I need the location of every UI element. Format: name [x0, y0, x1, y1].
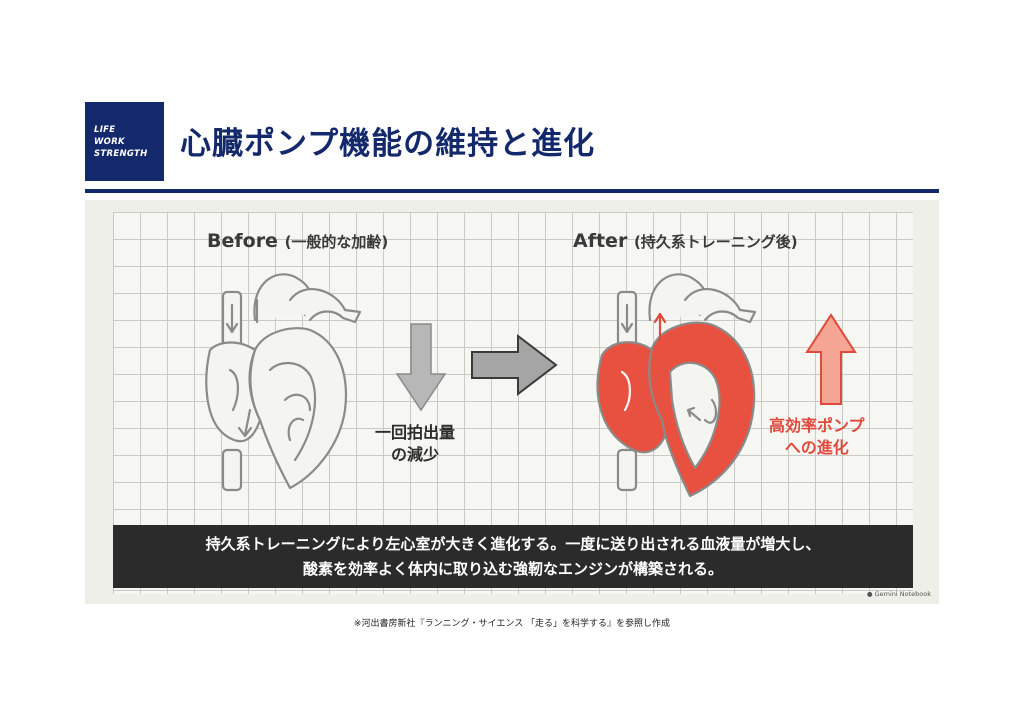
- before-heart-illustration: [205, 273, 362, 492]
- summary-line-1: 持久系トレーニングにより左心室が大きく進化する。一度に送り出される血液量が増大し…: [205, 535, 821, 553]
- after-note: 高効率ポンプ への進化: [769, 415, 865, 459]
- summary-line-2: 酸素を効率よく体内に取り込む強靭なエンジンが構築される。: [302, 560, 723, 578]
- after-note-line-2: への進化: [784, 438, 849, 457]
- watermark-icon: ●: [866, 590, 875, 598]
- before-note-line-2: の減少: [391, 445, 440, 464]
- infographic-panel: Before (一般的な加齢) After (持久系トレーニング後) 一回拍出量: [85, 200, 939, 604]
- after-heading: After (持久系トレーニング後): [573, 230, 798, 252]
- logo-line-3: STRENGTH: [94, 149, 148, 159]
- footnote: ※河出書房新社『ランニング・サイエンス 「走る」を科学する』を参照し作成: [353, 619, 671, 629]
- watermark-text: Gemini Notebook: [874, 590, 931, 598]
- watermark: ● Gemini Notebook: [867, 590, 931, 598]
- after-heading-sub: (持久系トレーニング後): [633, 233, 798, 251]
- after-heart-illustration: [596, 273, 757, 498]
- transition-arrow: [471, 333, 558, 397]
- after-heading-label: After: [573, 230, 628, 252]
- before-heading-label: Before: [207, 230, 278, 252]
- before-heading-sub: (一般的な加齢): [284, 233, 389, 251]
- brand-logo: LIFE WORK STRENGTH: [85, 102, 164, 181]
- logo-line-1: LIFE: [94, 125, 116, 135]
- before-heading: Before (一般的な加齢): [207, 230, 388, 252]
- increase-arrow: [805, 313, 857, 405]
- summary-banner: 持久系トレーニングにより左心室が大きく進化する。一度に送り出される血液量が増大し…: [113, 525, 913, 588]
- before-note-line-1: 一回拍出量: [375, 423, 456, 442]
- title-divider: [85, 189, 939, 193]
- logo-line-2: WORK: [94, 137, 125, 147]
- after-note-line-1: 高効率ポンプ: [769, 416, 865, 435]
- page-title: 心臓ポンプ機能の維持と進化: [180, 126, 596, 162]
- decrease-arrow: [395, 323, 447, 412]
- before-note: 一回拍出量 の減少: [375, 422, 455, 466]
